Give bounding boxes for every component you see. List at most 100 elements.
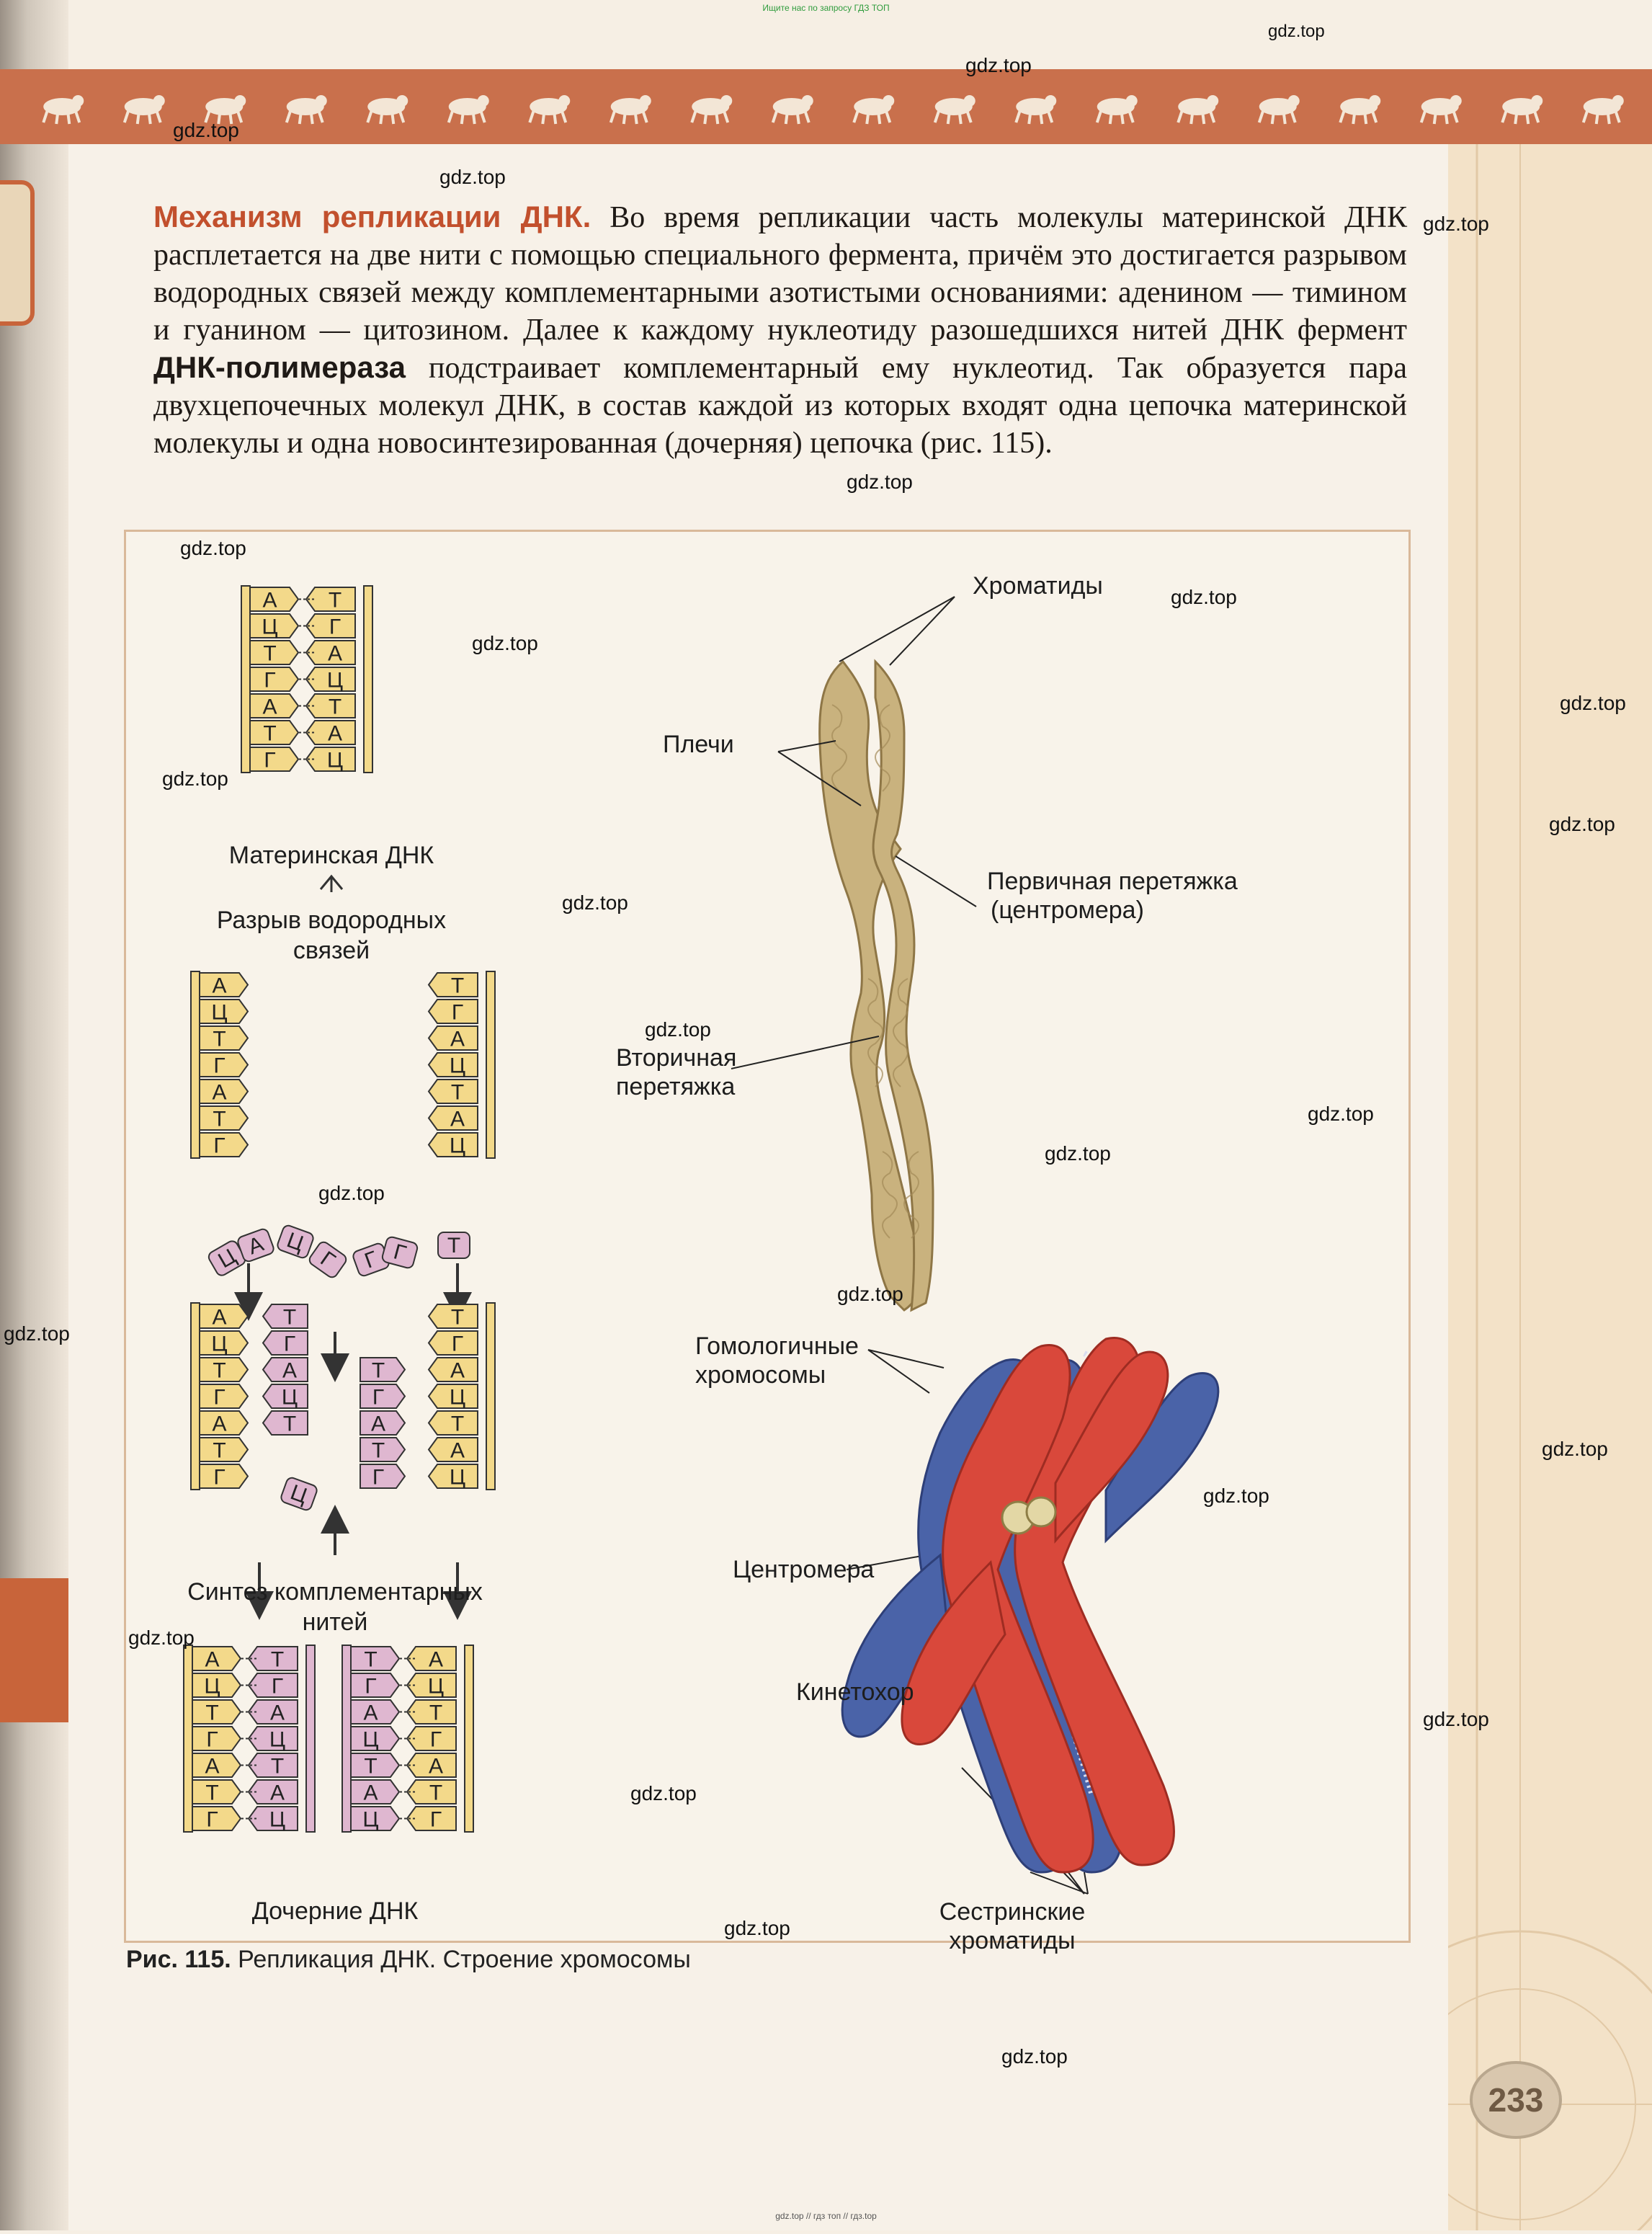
watermark: gdz.top xyxy=(1171,586,1237,608)
nucleotide: А xyxy=(199,1410,249,1436)
whale-icon xyxy=(447,95,489,125)
base-letter: Т xyxy=(283,1412,296,1436)
base-letter: Т xyxy=(271,1755,284,1779)
butterfly-icon xyxy=(690,95,733,125)
free-nucleotide: Ц xyxy=(277,1224,314,1259)
nucleotide: Г xyxy=(262,1330,308,1356)
sugar-phosphate-backbone xyxy=(486,971,496,1159)
homologous-label-2: хромосомы xyxy=(695,1361,826,1389)
base-letter: Г xyxy=(213,1386,225,1410)
base-letter: Г xyxy=(284,1332,295,1356)
nucleotide: Г xyxy=(192,1726,242,1752)
nucleotide: Т xyxy=(192,1699,242,1725)
nucleotide: Т xyxy=(360,1437,406,1463)
base-letter: Т xyxy=(451,1081,464,1105)
base-letter: Ц xyxy=(269,1808,285,1832)
base-letter: Т xyxy=(329,589,341,613)
book-spine-shadow xyxy=(0,0,68,2230)
nucleotide: А xyxy=(427,1357,478,1383)
flying-fox-icon xyxy=(204,95,246,125)
nucleotide: А xyxy=(305,640,356,666)
watermark: gdz.top xyxy=(1203,1485,1269,1507)
scorpion-icon xyxy=(285,95,327,125)
base-letter: А xyxy=(212,974,226,998)
sister-chromatids-label-1: Сестринские xyxy=(939,1898,1086,1926)
base-letter: А xyxy=(212,1306,226,1330)
base-letter: Т xyxy=(364,1648,377,1672)
nucleotide: Г xyxy=(247,1673,298,1699)
nucleotide: Т xyxy=(199,1025,249,1051)
base-letter: Т xyxy=(263,722,276,746)
base-letter: Т xyxy=(329,695,341,719)
left-page-tab xyxy=(0,180,35,326)
nucleotide: Т xyxy=(262,1304,308,1330)
watermark: gdz.top xyxy=(128,1626,195,1649)
base-letter: Г xyxy=(430,1808,442,1832)
bat-icon xyxy=(1095,95,1138,125)
nucleotide: Г xyxy=(427,1330,478,1356)
nucleotide: Т xyxy=(350,1753,401,1779)
watermark: gdz.top xyxy=(724,1917,790,1939)
nucleotide: А xyxy=(427,1025,478,1051)
bird-icon xyxy=(609,95,651,125)
daughter-dna-label: Дочерние ДНК xyxy=(251,1897,419,1925)
base-letter: А xyxy=(429,1648,443,1672)
nucleotide: Т xyxy=(406,1699,457,1725)
nucleotide: Ц xyxy=(199,999,249,1025)
base-letter: Т xyxy=(263,642,276,666)
base-letter: А xyxy=(363,1701,378,1725)
watermark: gdz.top xyxy=(645,1018,711,1041)
nucleotide: Т xyxy=(199,1357,249,1383)
base-letter: Ц xyxy=(450,1054,465,1078)
watermark: gdz.top xyxy=(847,471,913,493)
base-letter: Г xyxy=(272,1675,283,1699)
base-letter: Г xyxy=(264,669,275,693)
nucleotide: Ц xyxy=(247,1726,298,1752)
sugar-phosphate-backbone xyxy=(190,971,200,1159)
base-letter: А xyxy=(328,722,342,746)
nucleotide: Т xyxy=(192,1779,242,1805)
nucleotide: Т xyxy=(406,1779,457,1805)
free-nucleotide: А xyxy=(237,1228,274,1263)
watermark: gdz.top xyxy=(1423,213,1489,235)
base-letter: Ц xyxy=(327,749,343,773)
nucleotide: А xyxy=(249,693,300,719)
base-letter: А xyxy=(450,1439,465,1463)
bird-icon xyxy=(1581,95,1624,125)
base-letter: Ц xyxy=(428,1675,444,1699)
nucleotide: Г xyxy=(427,999,478,1025)
chromosome-structure-drawing xyxy=(818,659,934,1312)
bottom-note: gdz.top // гдз топ // гдз.top xyxy=(775,2211,877,2221)
base-letter: Т xyxy=(283,1306,296,1330)
nucleotide: А xyxy=(249,587,300,613)
nucleotide: Т xyxy=(199,1105,249,1131)
nucleotide: Г xyxy=(199,1384,249,1410)
secondary-constriction-label-1: Вторичная xyxy=(616,1044,737,1072)
base-letter: Ц xyxy=(269,1728,285,1752)
nucleotide: Ц xyxy=(350,1806,401,1832)
base-letter: А xyxy=(371,1412,385,1436)
nucleotide: Ц xyxy=(427,1052,478,1078)
nucleotide: А xyxy=(199,972,249,998)
bird-icon xyxy=(1419,95,1462,125)
chromatin-texture xyxy=(831,704,919,1239)
watermark: gdz.top xyxy=(472,632,538,654)
mother-dna-label: Материнская ДНК xyxy=(228,842,434,869)
sugar-phosphate-backbone xyxy=(486,1302,496,1490)
watermark: gdz.top xyxy=(173,119,239,141)
watermark: gdz.top xyxy=(630,1782,697,1804)
nucleotide: Г xyxy=(199,1052,249,1078)
base-letter: Ц xyxy=(450,1134,465,1158)
primary-constriction-label-2: (центромера) xyxy=(991,896,1144,924)
chromatids-label: Хроматиды xyxy=(973,572,1103,600)
nucleotide: Ц xyxy=(249,613,300,639)
nucleotide: А xyxy=(427,1437,478,1463)
primary-constriction-label-1: Первичная перетяжка xyxy=(987,868,1238,895)
nucleotide: Ц xyxy=(305,667,356,693)
base-letter: А xyxy=(328,642,342,666)
lizard-icon xyxy=(1339,95,1381,125)
nucleotide: Ц xyxy=(192,1673,242,1699)
intro-paragraph: Механизм репликации ДНК. Во время реплик… xyxy=(153,198,1407,462)
